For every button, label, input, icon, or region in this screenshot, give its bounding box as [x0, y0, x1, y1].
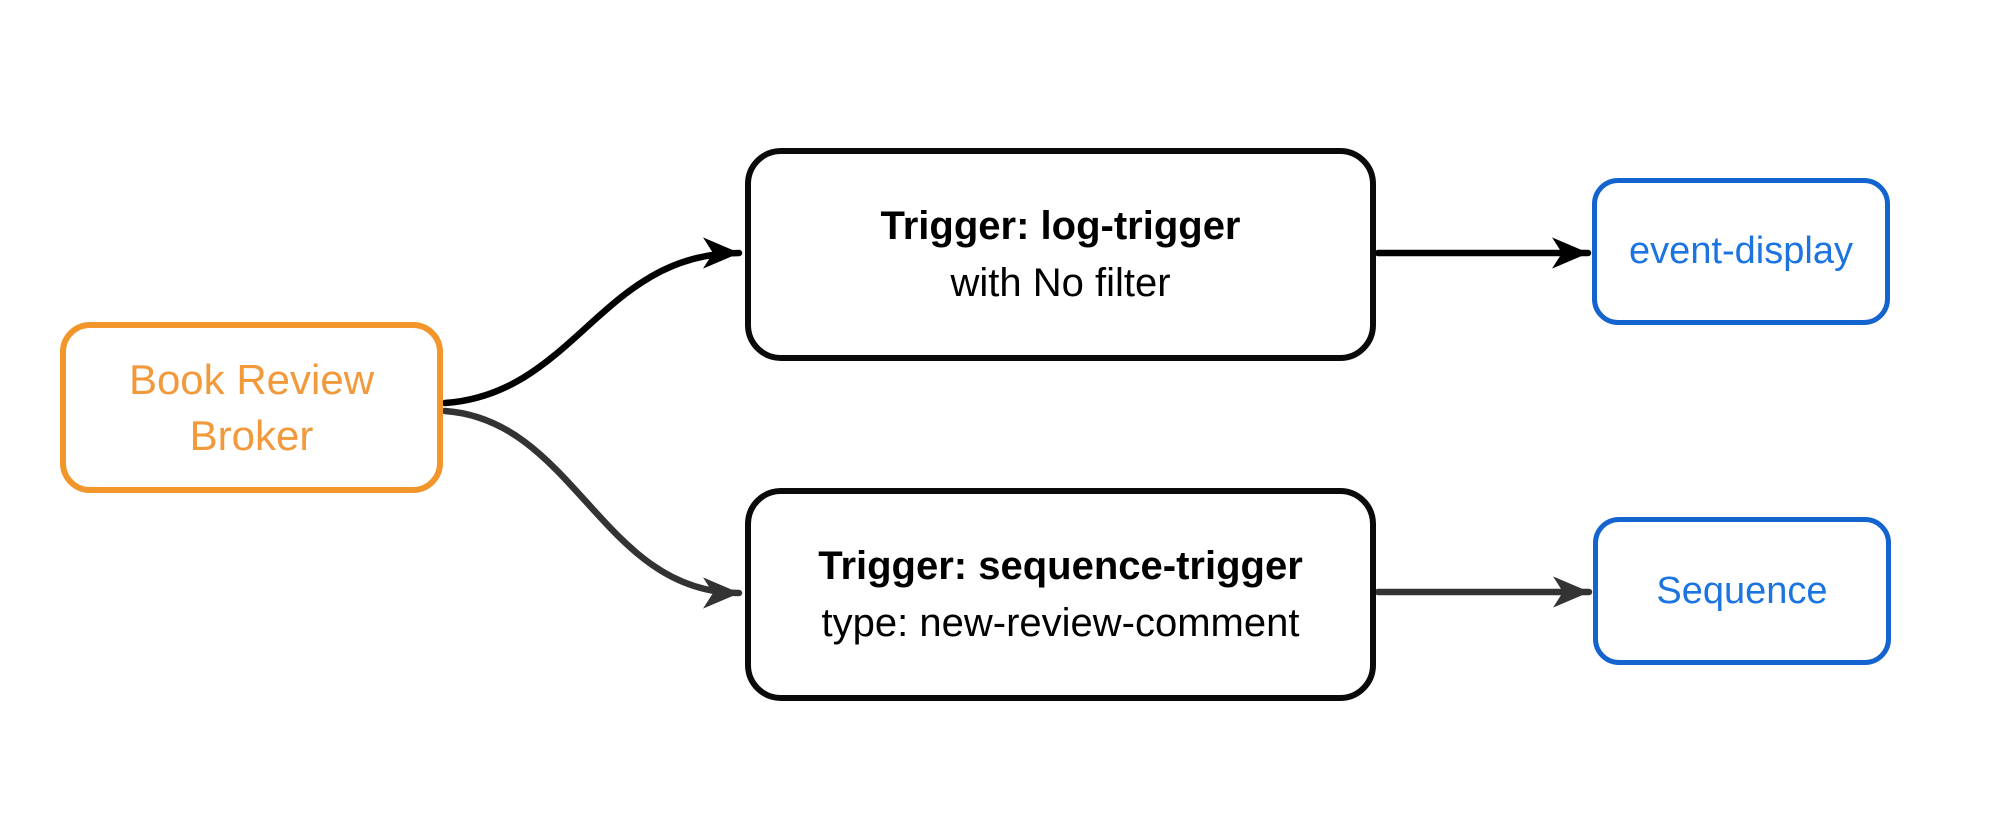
node-label-line: Book Review: [128, 356, 375, 404]
node-label: Sequence: [1656, 569, 1828, 612]
node-event-display: event-display: [1592, 178, 1890, 325]
edge-broker-to-log-trigger: [441, 237, 743, 407]
node-subtitle: type: new-review-comment: [821, 600, 1300, 645]
node-book-review-broker: Book Review Broker: [60, 322, 443, 493]
node-title: Trigger: sequence-trigger: [818, 543, 1303, 588]
node-sequence-trigger: Trigger: sequence-trigger type: new-revi…: [745, 488, 1376, 701]
edge-broker-to-sequence-trigger: [441, 407, 743, 609]
node-subtitle: with No filter: [950, 260, 1171, 305]
node-label: event-display: [1629, 230, 1853, 272]
node-sequence: Sequence: [1593, 517, 1891, 665]
node-log-trigger: Trigger: log-trigger with No filter: [745, 148, 1376, 361]
node-title: Trigger: log-trigger: [880, 203, 1241, 248]
node-label-line: Broker: [189, 411, 314, 459]
